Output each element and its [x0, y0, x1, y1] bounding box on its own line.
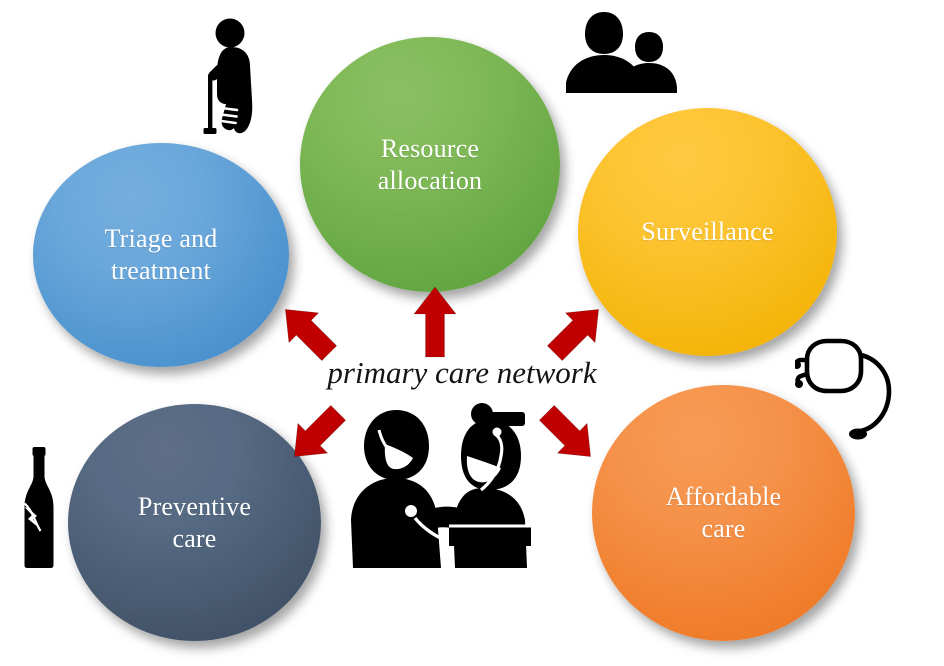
- node-preventive-line1: Preventive: [137, 491, 252, 521]
- doctor-examining-patient-icon: [349, 398, 539, 570]
- node-affordable-line2: care: [701, 514, 746, 543]
- node-affordable-line1: Affordable: [665, 482, 782, 512]
- stethoscope-icon: [795, 333, 907, 445]
- node-surveillance-line1: Surveillance: [641, 217, 774, 247]
- node-preventive-label: Preventive care: [124, 491, 265, 554]
- arrow-up-left-icon: [272, 296, 344, 368]
- arrow-down-left-icon: [281, 398, 353, 470]
- arrow-up-right-icon: [540, 296, 612, 368]
- center-caption: primary care network: [327, 355, 597, 390]
- node-affordable-label: Affordable care: [652, 481, 796, 544]
- node-triage-line1: Triage and: [104, 224, 218, 254]
- injured-person-with-cane-icon: [196, 18, 264, 140]
- node-triage-label: Triage and treatment: [91, 223, 232, 286]
- node-triage-line2: treatment: [111, 256, 211, 285]
- node-resource-allocation[interactable]: Resource allocation: [300, 37, 560, 292]
- arrow-down-right-icon: [532, 398, 604, 470]
- node-preventive-line2: care: [172, 523, 217, 553]
- node-resource-label: Resource allocation: [364, 133, 497, 196]
- node-resource-line2: allocation: [377, 165, 483, 195]
- node-surveillance[interactable]: Surveillance: [578, 108, 837, 356]
- node-affordable-care[interactable]: Affordable care: [592, 385, 855, 641]
- arrow-up-icon: [410, 284, 460, 360]
- node-preventive-care[interactable]: Preventive care: [68, 404, 321, 641]
- bottle-icon: [16, 445, 63, 570]
- node-triage-and-treatment[interactable]: Triage and treatment: [33, 143, 289, 367]
- node-surveillance-label: Surveillance: [627, 216, 787, 248]
- two-people-icon: [566, 10, 679, 95]
- node-resource-line1: Resource: [380, 133, 480, 163]
